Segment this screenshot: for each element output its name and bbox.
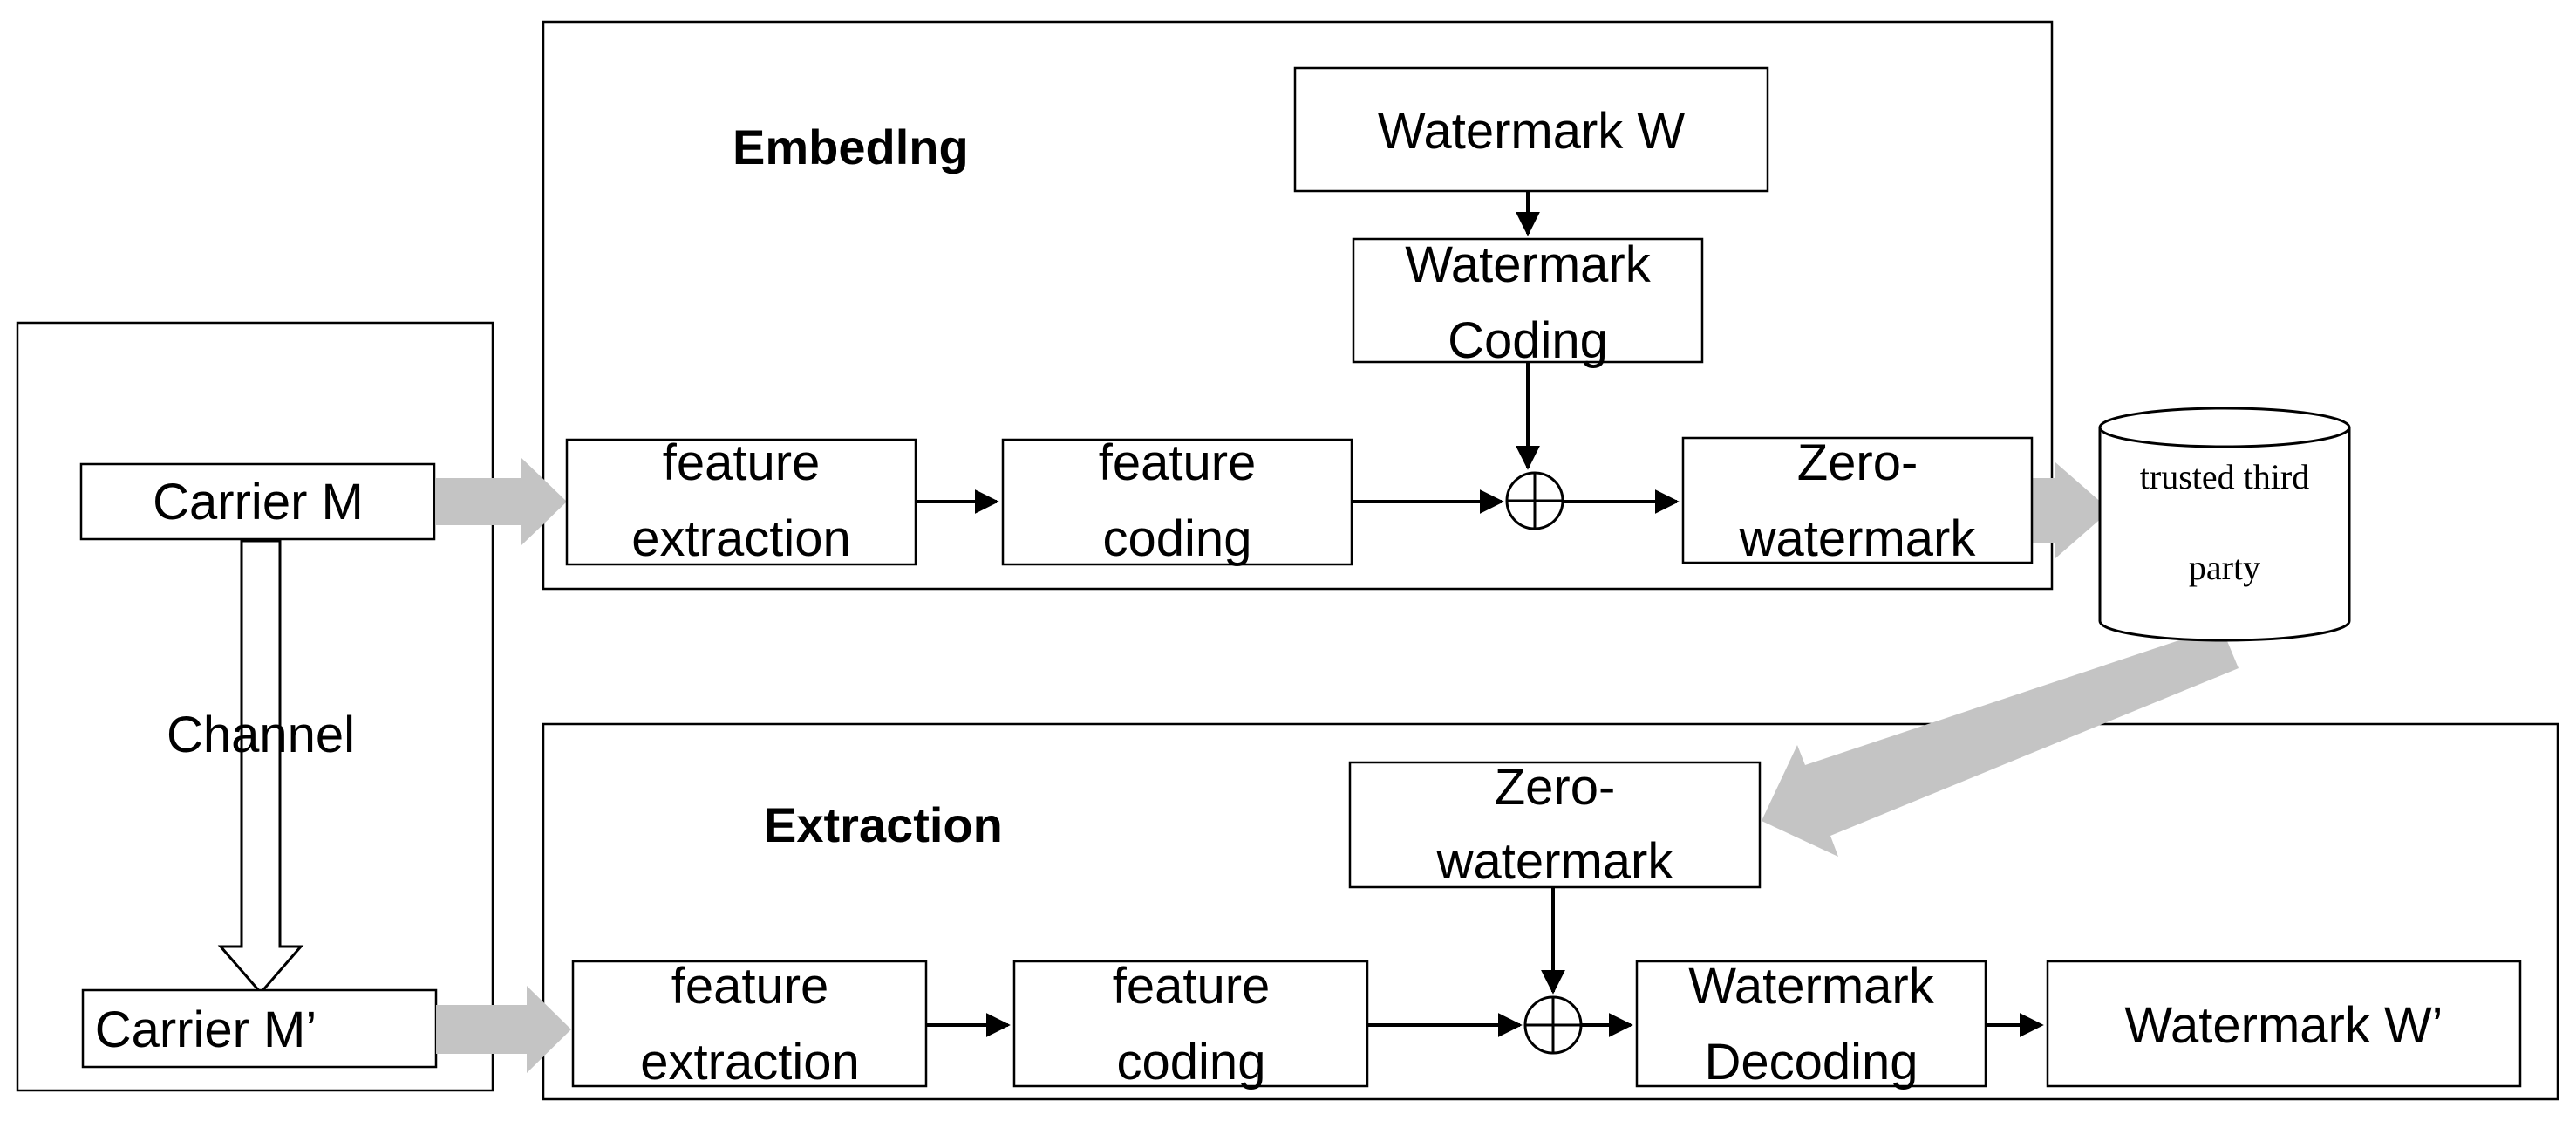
extract-zero-watermark-label-1: Zero- [1495, 759, 1616, 816]
trusted-third-party-label-2: party [2189, 548, 2260, 587]
watermark-w-box [1293, 66, 1769, 193]
embed-feature-coding-label-2: coding [1103, 510, 1252, 567]
channel-arrow [217, 539, 304, 995]
watermark-coding-label-1: Watermark [1405, 236, 1651, 293]
party-to-extraction-arrow [1762, 626, 2239, 857]
trusted-third-party-label-1: trusted third [2140, 457, 2309, 496]
extract-zero-watermark-box [1348, 761, 1762, 889]
carrier-m-prime-box [81, 988, 438, 1069]
carrier-panel [16, 321, 494, 1092]
extract-feature-coding-label-1: feature [1113, 958, 1271, 1015]
extract-feature-coding-label-2: coding [1117, 1034, 1266, 1090]
extract-feature-extraction-label-1: feature [671, 958, 829, 1015]
extract-feature-extraction-box [571, 960, 928, 1088]
watermark-decoding-label-1: Watermark [1688, 958, 1934, 1015]
embed-zero-watermark-box [1681, 436, 2034, 564]
watermark-decoding-label-2: Decoding [1704, 1034, 1918, 1090]
watermark-w-prime-label: Watermark W’ [2124, 997, 2443, 1054]
extract-xor-symbol [1523, 995, 1583, 1055]
extract-feature-extraction-label-2: extraction [640, 1034, 859, 1090]
carrier-to-embedding-arrow [436, 458, 567, 545]
embed-zero-watermark-label-2: watermark [1739, 510, 1977, 567]
trusted-third-party-cylinder [2098, 407, 2351, 642]
embed-feature-extraction-box [565, 438, 917, 566]
embedding-title: Embedlng [733, 120, 969, 174]
carrier-prime-to-extraction-arrow [436, 986, 571, 1073]
embed-feature-extraction-label-1: feature [663, 434, 821, 491]
embed-zero-watermark-label-1: Zero- [1797, 434, 1918, 491]
embed-xor-symbol [1505, 471, 1564, 530]
extract-feature-coding-box [1012, 960, 1369, 1088]
embedding-panel [542, 20, 2054, 591]
watermark-coding-label-2: Coding [1448, 312, 1608, 369]
watermark-coding-box [1352, 237, 1704, 364]
embed-feature-coding-label-1: feature [1099, 434, 1257, 491]
extract-zero-watermark-label-2: watermark [1436, 833, 1674, 890]
zero-watermark-to-party-arrow [2032, 462, 2110, 558]
extraction-panel [542, 722, 2559, 1101]
carrier-m-box [79, 462, 436, 541]
carrier-m-prime-label: Carrier M’ [95, 1001, 317, 1058]
watermark-w-prime-box [2046, 960, 2522, 1088]
watermark-w-label: Watermark W [1378, 103, 1686, 160]
embed-feature-coding-box [1001, 438, 1353, 566]
channel-label: Channel [167, 707, 355, 763]
watermark-decoding-box [1635, 960, 1987, 1088]
extraction-title: Extraction [764, 797, 1003, 852]
carrier-m-label: Carrier M [153, 474, 364, 530]
embed-feature-extraction-label-2: extraction [631, 510, 850, 567]
